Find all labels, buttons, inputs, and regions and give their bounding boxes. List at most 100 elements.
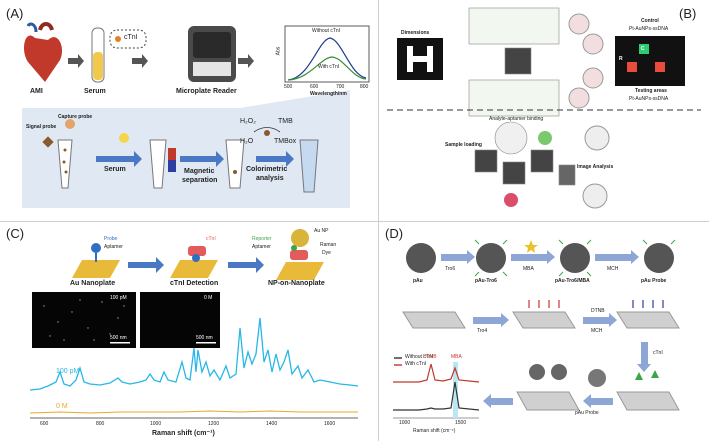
dimensions-label: Dimensions	[401, 30, 430, 36]
pau-tro6-label: pAu-Tro6	[475, 278, 497, 284]
aptamer2-label: Aptamer	[252, 244, 271, 250]
trace-100pm-label: 100 pM	[56, 368, 80, 375]
heart-icon	[24, 22, 63, 82]
ligand-decorations	[474, 239, 676, 277]
tmbox-label: TMBox	[274, 138, 297, 145]
graph-xtick-600: 600	[310, 84, 319, 90]
image-analysis-label: Image Analysis	[577, 164, 614, 170]
mba-peak-label: MBA	[451, 354, 462, 360]
d-xlabel: Raman shift (cm⁻¹)	[413, 428, 456, 434]
without-ctni-trace	[393, 381, 480, 411]
device-dimensions-icon	[397, 38, 443, 80]
absorbance-graph	[284, 25, 370, 83]
trace-100pm	[29, 317, 359, 391]
mba-label: MBA	[523, 266, 534, 272]
panel-a: (A) AMI Serum cTnI Microplate Reader Abs…	[0, 0, 378, 221]
flow-arrows-bottom	[96, 151, 294, 167]
panel-d-graphics	[393, 239, 680, 419]
process-bottom-diagram	[474, 121, 576, 186]
surface-5-icon	[516, 364, 580, 411]
control-label: Control	[641, 18, 659, 24]
process-top-diagram	[468, 7, 560, 117]
testing-label: Testing areas	[635, 88, 667, 94]
d-xtick-1000: 1000	[399, 420, 411, 426]
nanoparticle-cluster-icons	[568, 13, 604, 109]
reaction-arrow	[253, 127, 281, 133]
trace-0m-label: 0 M	[56, 403, 68, 410]
dye-label: Dye	[322, 250, 331, 256]
graph-xtick-700: 700	[336, 84, 345, 90]
panel-a-graphics	[22, 22, 370, 208]
surface-1-icon	[402, 311, 466, 329]
separation-label: separation	[182, 177, 218, 184]
tro4-label: Tro4	[477, 328, 488, 334]
dtnb-label: DTNB	[591, 308, 605, 314]
nanoplate-2-icon	[170, 246, 218, 278]
graph-xtick-500: 500	[284, 84, 293, 90]
serum-step-label: Serum	[104, 166, 126, 173]
pau-probe-label: pAu Probe	[641, 278, 667, 284]
panel-c: (C) Probe Aptamer cTnI Reporter Aptamer …	[0, 222, 378, 441]
c-xlabel: Raman shift (cm⁻¹)	[152, 430, 215, 437]
c-xtick-1600: 1600	[324, 421, 336, 427]
panel-c-label: (C)	[6, 226, 25, 241]
serum-droplet-icon	[119, 133, 129, 143]
step3-label: NP-on-Nanoplate	[268, 280, 325, 287]
control-sub-label: Pt-AuNPs-ssDNA	[629, 26, 669, 32]
reader-label: Microplate Reader	[176, 88, 237, 95]
testing-sub-label: Pt-AuNPs-ssDNA	[629, 96, 669, 102]
pau-probe2-label: pAu Probe	[575, 410, 599, 416]
h2o-label: H₂O	[240, 138, 254, 145]
flow-arrows-d-top	[441, 250, 639, 264]
h2o2-label: H₂O₂	[240, 118, 256, 125]
surface-3-icon	[616, 300, 680, 329]
sem-dots	[43, 299, 125, 341]
legend-without: Without cTnI	[405, 354, 434, 360]
sem-label-100pm: 100 pM	[110, 295, 127, 301]
aptamer-label: Aptamer	[104, 244, 123, 250]
mba-star-icon	[524, 240, 538, 253]
sem-image-100pm	[32, 292, 136, 348]
device-c-label: C	[641, 46, 645, 52]
capture-probe-icon	[65, 119, 75, 129]
pau-probe-icon	[588, 369, 606, 387]
scale-bar-2: 500 nm	[196, 335, 213, 341]
surface-4-icon	[616, 370, 680, 411]
mch2-label: MCH	[591, 328, 603, 334]
with-ctni-trace	[393, 363, 480, 383]
graph-xlabel: Wavelength/nm	[310, 91, 347, 97]
panel-b-label: (B)	[679, 6, 697, 21]
microplate-reader-icon	[188, 26, 236, 82]
sem-image-0m	[140, 292, 220, 348]
panel-c-graphics	[29, 229, 359, 419]
signal-probe-label: Signal probe	[26, 124, 57, 130]
test-device-icon	[615, 36, 685, 86]
surface-2-icon	[512, 300, 576, 329]
analysis-label: analysis	[256, 175, 284, 182]
ctni-d-label: cTnI	[653, 350, 663, 356]
device-r-label: R	[619, 56, 623, 62]
tube-4-icon	[299, 139, 319, 193]
ctni-c-label: cTnI	[206, 236, 216, 242]
serum-tube-icon	[91, 27, 105, 83]
raman-label: Raman	[320, 242, 337, 248]
tmb-label: TMB	[278, 118, 293, 125]
vertical-divider	[378, 0, 379, 441]
horizontal-divider	[0, 221, 709, 222]
spectrum-chart	[393, 357, 480, 419]
panel-b-graphics	[387, 7, 701, 209]
graph-without-label: Without cTnI	[312, 28, 341, 34]
step2-label: cTnI Detection	[170, 280, 219, 287]
colorimetric-label: Colorimetric	[246, 166, 288, 173]
probe-label: Probe	[104, 236, 118, 242]
ctni-bubble-label: cTnI	[124, 34, 138, 41]
c-xtick-1200: 1200	[208, 421, 220, 427]
signal-probe-icon	[42, 136, 54, 148]
aunp-label: Au NP	[314, 228, 329, 234]
pau-label: pAu	[413, 278, 423, 284]
d-xtick-1500: 1500	[455, 420, 467, 426]
sample-loading-label: Sample loading	[445, 142, 482, 148]
legend-with: With cTnI	[405, 361, 427, 367]
tube-1-icon	[57, 139, 73, 189]
nanoparticle-series	[406, 243, 674, 273]
